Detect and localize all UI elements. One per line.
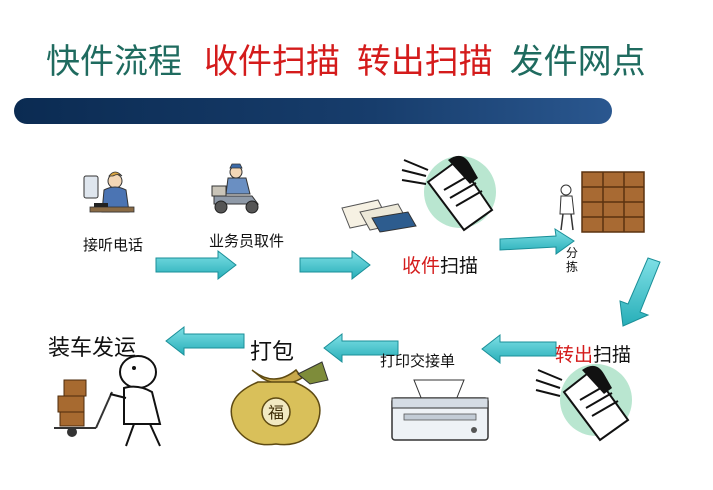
title-part-receive-scan: 收件扫描 xyxy=(204,42,340,82)
title-part-process: 快件流程 xyxy=(46,42,182,82)
printer-icon xyxy=(391,379,489,441)
step-pack: 打包 xyxy=(250,340,295,365)
arrow-pickup-to-receive xyxy=(299,249,371,281)
scanner-icon xyxy=(401,155,496,232)
title-part-transfer-scan: 转出扫描 xyxy=(356,42,493,82)
arrow-sort-to-transfer xyxy=(619,257,661,327)
step-answer-call: 接听电话 xyxy=(83,236,144,254)
step-receive-scan-black: 扫描 xyxy=(440,255,479,277)
arrow-pack-to-load xyxy=(165,325,245,357)
step-sort: 分拣 xyxy=(566,246,579,274)
step-load-ship: 装车发运 xyxy=(48,336,137,361)
arrow-print-to-pack xyxy=(323,332,399,364)
phone-operator-icon xyxy=(83,171,135,213)
step-transfer-scan-black: 扫描 xyxy=(593,344,632,366)
step-receive-scan-red: 收件 xyxy=(402,255,441,277)
hand-truck-worker-icon xyxy=(54,355,162,447)
step-transfer-scan: 转出扫描 xyxy=(555,340,631,367)
arrow-receive-to-sort xyxy=(499,227,575,255)
package-sack-icon: 福 xyxy=(230,361,329,446)
sorting-shelves-icon xyxy=(559,171,645,233)
sack-character: 福 xyxy=(268,403,284,422)
step-print-waybill: 打印交接单 xyxy=(380,352,456,370)
step-courier-pickup: 业务员取件 xyxy=(209,232,285,250)
diagram-title: 快件流程收件扫描 转出扫描 发件网点 xyxy=(46,40,668,84)
mail-icon xyxy=(341,199,417,233)
step-transfer-scan-red: 转出 xyxy=(555,344,594,366)
title-part-dispatch: 发件网点 xyxy=(509,42,646,82)
courier-icon xyxy=(211,163,259,214)
arrow-transfer-to-print xyxy=(481,333,557,365)
scanner-icon xyxy=(535,364,632,442)
step-receive-scan: 收件扫描 xyxy=(402,251,478,278)
arrow-call-to-pickup xyxy=(155,249,237,281)
title-divider-bar xyxy=(14,98,612,124)
